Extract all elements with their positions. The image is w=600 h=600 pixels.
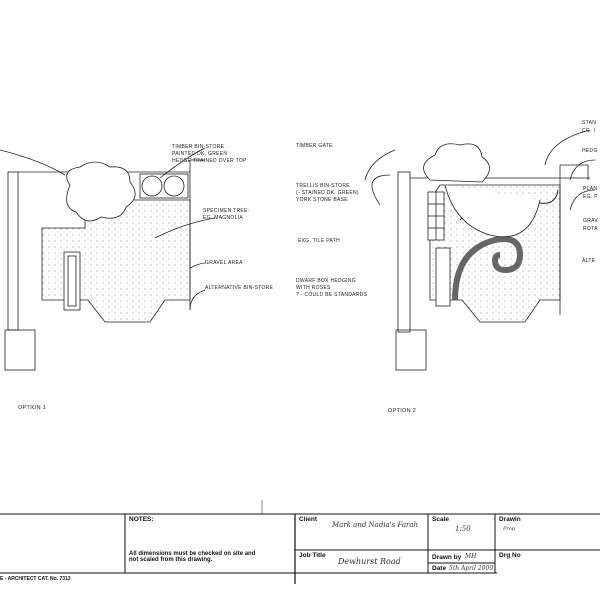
label-line: DWARF BOX HEDGING — [296, 278, 356, 284]
gate-label: TIMBER GATE — [296, 143, 333, 149]
notes-text: All dimensions must be checked on site a… — [129, 551, 255, 563]
label-line: EG. MAGNOLIA — [203, 215, 243, 221]
date-label: Date — [432, 565, 447, 572]
clipped-label: GRAV — [583, 218, 598, 224]
date-value: 5th April 2009 — [449, 565, 494, 572]
option-1-caption: OPTION 1 — [18, 405, 47, 411]
trellis-label: TRELLIS BIN-STORE (- STAINED DK. GREEN) … — [296, 183, 359, 204]
label-line: YORK STONE BASE — [296, 197, 348, 203]
notes-line: All dimensions must be checked on site a… — [129, 551, 256, 557]
label-line: TRELLIS BIN-STORE — [296, 183, 350, 189]
notes-label: NOTES: — [129, 516, 154, 523]
label-line: HEDGE TRAINED OVER TOP — [172, 158, 247, 164]
drg-no-label: Drg No — [499, 552, 521, 559]
job-title-label: Job Title — [299, 552, 326, 559]
bin-store-label: TIMBER BIN-STORE PAINTED DK. GREEN HEDGE… — [172, 144, 247, 165]
option-2-plan — [364, 129, 596, 371]
alt-bin-label: ALTERNATIVE BIN-STORE — [205, 285, 274, 291]
drawing-value: Prop — [503, 526, 515, 532]
label-line: SPECIMEN TREE: — [203, 208, 250, 214]
scale-label: Scale — [432, 516, 449, 523]
job-title-value: Dewhurst Road — [338, 557, 401, 566]
catalogue-number: E - ARCHITECT CAT. No. 7313 — [0, 576, 71, 582]
option-1-plan — [0, 147, 216, 371]
label-line: ? - COULD BE STANDARDS — [296, 292, 368, 298]
label-line: PAINTED DK. GREEN — [172, 151, 228, 157]
drawn-by-value: MH — [465, 553, 477, 560]
title-block-frame — [0, 500, 600, 584]
drawn-by-label: Drawn by — [432, 554, 462, 561]
notes-line: not scaled from this drawing. — [129, 557, 213, 563]
client-label: Client — [299, 516, 318, 523]
clipped-label: CG. I — [582, 128, 596, 134]
clipped-label: HEDG — [582, 148, 598, 154]
clipped-label: ROTA — [583, 226, 598, 232]
label-line: WITH ROSES — [296, 285, 331, 291]
label-line: (- STAINED DK. GREEN) — [296, 190, 359, 196]
clipped-label: ALTE — [582, 258, 596, 264]
option-2-caption: OPTION 2 — [388, 408, 417, 414]
scale-value: 1:50 — [455, 525, 471, 533]
client-value: Mark and Nadia's Farah — [332, 521, 419, 529]
clipped-label: STAN — [582, 120, 597, 126]
hedging-label: DWARF BOX HEDGING WITH ROSES ? - COULD B… — [296, 278, 367, 299]
clipped-label: EG. P — [583, 194, 598, 200]
tree-label: SPECIMEN TREE: EG. MAGNOLIA — [203, 208, 249, 222]
gravel-label: GRAVEL AREA — [205, 260, 243, 266]
label-line: TIMBER BIN-STORE — [172, 144, 225, 150]
drawing-label: Drawin — [499, 516, 521, 523]
trellis-grid — [427, 191, 445, 241]
clipped-label: PLAN — [583, 186, 598, 192]
path-label: EXG. TILE PATH — [298, 238, 340, 244]
